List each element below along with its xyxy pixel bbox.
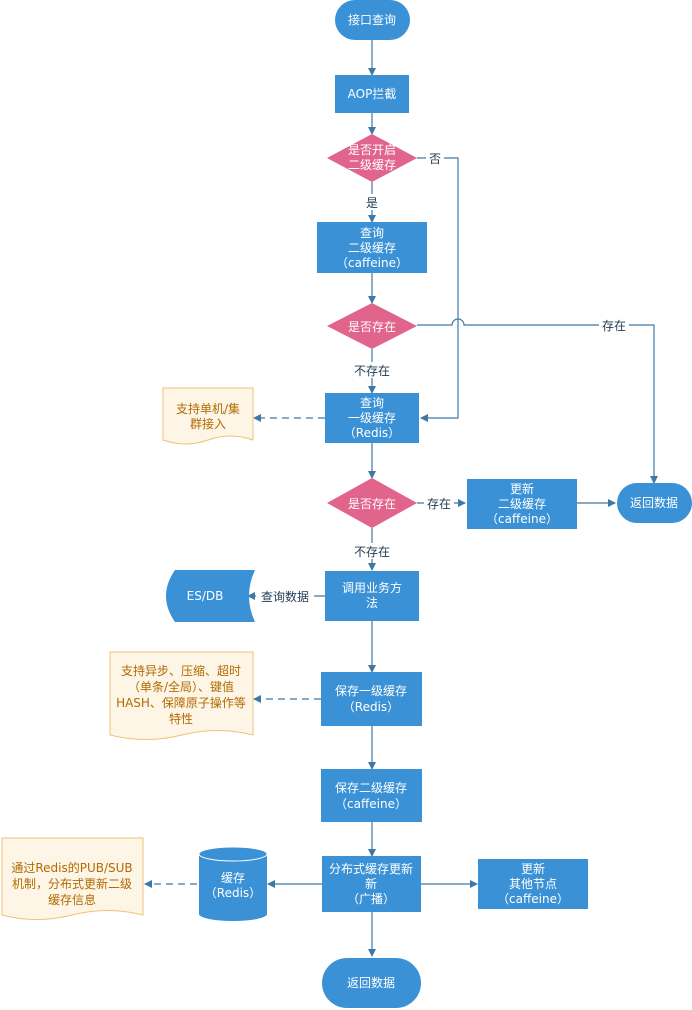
decision-l1-exists: 是否存在	[327, 478, 417, 528]
cache-line-1: 缓存	[221, 871, 245, 885]
note-pubsub: 通过Redis的PUB/SUB 机制，分布式更新二级 缓存信息	[1, 837, 144, 920]
d2-label: 是否存在	[348, 320, 396, 334]
edge-label-no: 否	[429, 152, 441, 166]
save1-line-2: （Redis）	[343, 700, 399, 714]
return-data-terminal-1: 返回数据	[617, 483, 692, 523]
update-other-nodes-box: 更新 其他节点 （caffeine）	[478, 859, 588, 909]
d1-line-1: 是否开启	[348, 143, 396, 157]
other-line-3: （caffeine）	[497, 892, 569, 906]
query-l1-cache-box: 查询 一级缓存 （Redis）	[325, 393, 419, 443]
redis-cache-cylinder: 缓存 （Redis）	[198, 846, 268, 921]
decision-l2-exists: 是否存在	[327, 303, 417, 349]
d1-line-2: 二级缓存	[348, 158, 396, 172]
edge-label-yes: 是	[366, 196, 378, 210]
edge-d1-no	[417, 157, 459, 422]
note3-line-1: 通过Redis的PUB/SUB	[11, 860, 132, 875]
upd2-line-2: 二级缓存	[498, 497, 546, 511]
q2-line-3: （caffeine）	[336, 256, 408, 270]
distributed-cache-update-box: 分布式缓存更新 新 （广播）	[322, 856, 421, 912]
q1-line-1: 查询	[360, 396, 384, 410]
return-data-terminal-2: 返回数据	[322, 958, 421, 1008]
dist-line-1: 分布式缓存更新	[329, 861, 413, 876]
save2-line-1: 保存二级缓存	[335, 781, 407, 795]
decision-l2-enabled: 是否开启 二级缓存	[327, 134, 417, 182]
other-line-1: 更新	[521, 861, 545, 876]
note1-line-1: 支持单机/集	[176, 401, 240, 416]
edge-label-not-exist-1: 不存在	[354, 364, 390, 378]
note3-line-3: 缓存信息	[48, 892, 96, 907]
note2-line-3: HASH、保障原子操作等	[116, 695, 246, 710]
aop-label: AOP拦截	[348, 87, 397, 101]
edge-d2-exist	[417, 318, 658, 484]
note-redis-features: 支持异步、压缩、超时 （单条/全局）、键值 HASH、保障原子操作等 特性	[109, 651, 254, 740]
d3-label: 是否存在	[348, 497, 396, 511]
other-line-2: 其他节点	[509, 877, 557, 891]
upd2-line-1: 更新	[510, 481, 534, 496]
call-line-1: 调用业务方	[342, 580, 402, 595]
note1-line-2: 群接入	[190, 416, 226, 431]
esdb-label: ES/DB	[187, 589, 224, 603]
edge-label-exist-2: 存在	[427, 497, 451, 511]
dist-line-2: 新	[365, 876, 377, 891]
note3-line-2: 机制，分布式更新二级	[12, 876, 132, 891]
query-l2-cache-box: 查询 二级缓存 （caffeine）	[317, 222, 427, 273]
ret1-label: 返回数据	[630, 495, 678, 510]
save-l1-cache-box: 保存一级缓存 （Redis）	[321, 672, 422, 726]
note2-line-1: 支持异步、压缩、超时	[121, 663, 241, 678]
edge-label-not-exist-2: 不存在	[354, 545, 390, 559]
cache-line-2: （Redis）	[205, 886, 261, 900]
ret2-label: 返回数据	[347, 975, 395, 990]
dist-line-3: （广播）	[347, 892, 395, 906]
start-label: 接口查询	[348, 12, 396, 27]
q1-line-2: 一级缓存	[348, 411, 396, 425]
save-l2-cache-box: 保存二级缓存 （caffeine）	[321, 769, 422, 822]
call-line-2: 法	[366, 596, 378, 610]
es-db-store: ES/DB	[166, 570, 255, 622]
save2-line-2: （caffeine）	[335, 797, 407, 811]
note2-line-4: 特性	[169, 711, 193, 726]
q2-line-2: 二级缓存	[348, 241, 396, 255]
start-terminal: 接口查询	[335, 0, 410, 40]
call-business-method-box: 调用业务方 法	[325, 571, 419, 621]
save1-line-1: 保存一级缓存	[335, 684, 407, 698]
note2-line-2: （单条/全局）、键值	[128, 679, 234, 694]
q1-line-3: （Redis）	[344, 426, 400, 440]
aop-intercept-box: AOP拦截	[335, 75, 409, 113]
edge-label-exist-1: 存在	[602, 319, 626, 333]
q2-line-1: 查询	[360, 226, 384, 240]
upd2-line-3: （caffeine）	[486, 512, 558, 526]
edge-label-query-data: 查询数据	[261, 589, 309, 604]
note-cluster-support: 支持单机/集 群接入	[162, 387, 254, 445]
update-l2-cache-box: 更新 二级缓存 （caffeine）	[467, 479, 577, 529]
